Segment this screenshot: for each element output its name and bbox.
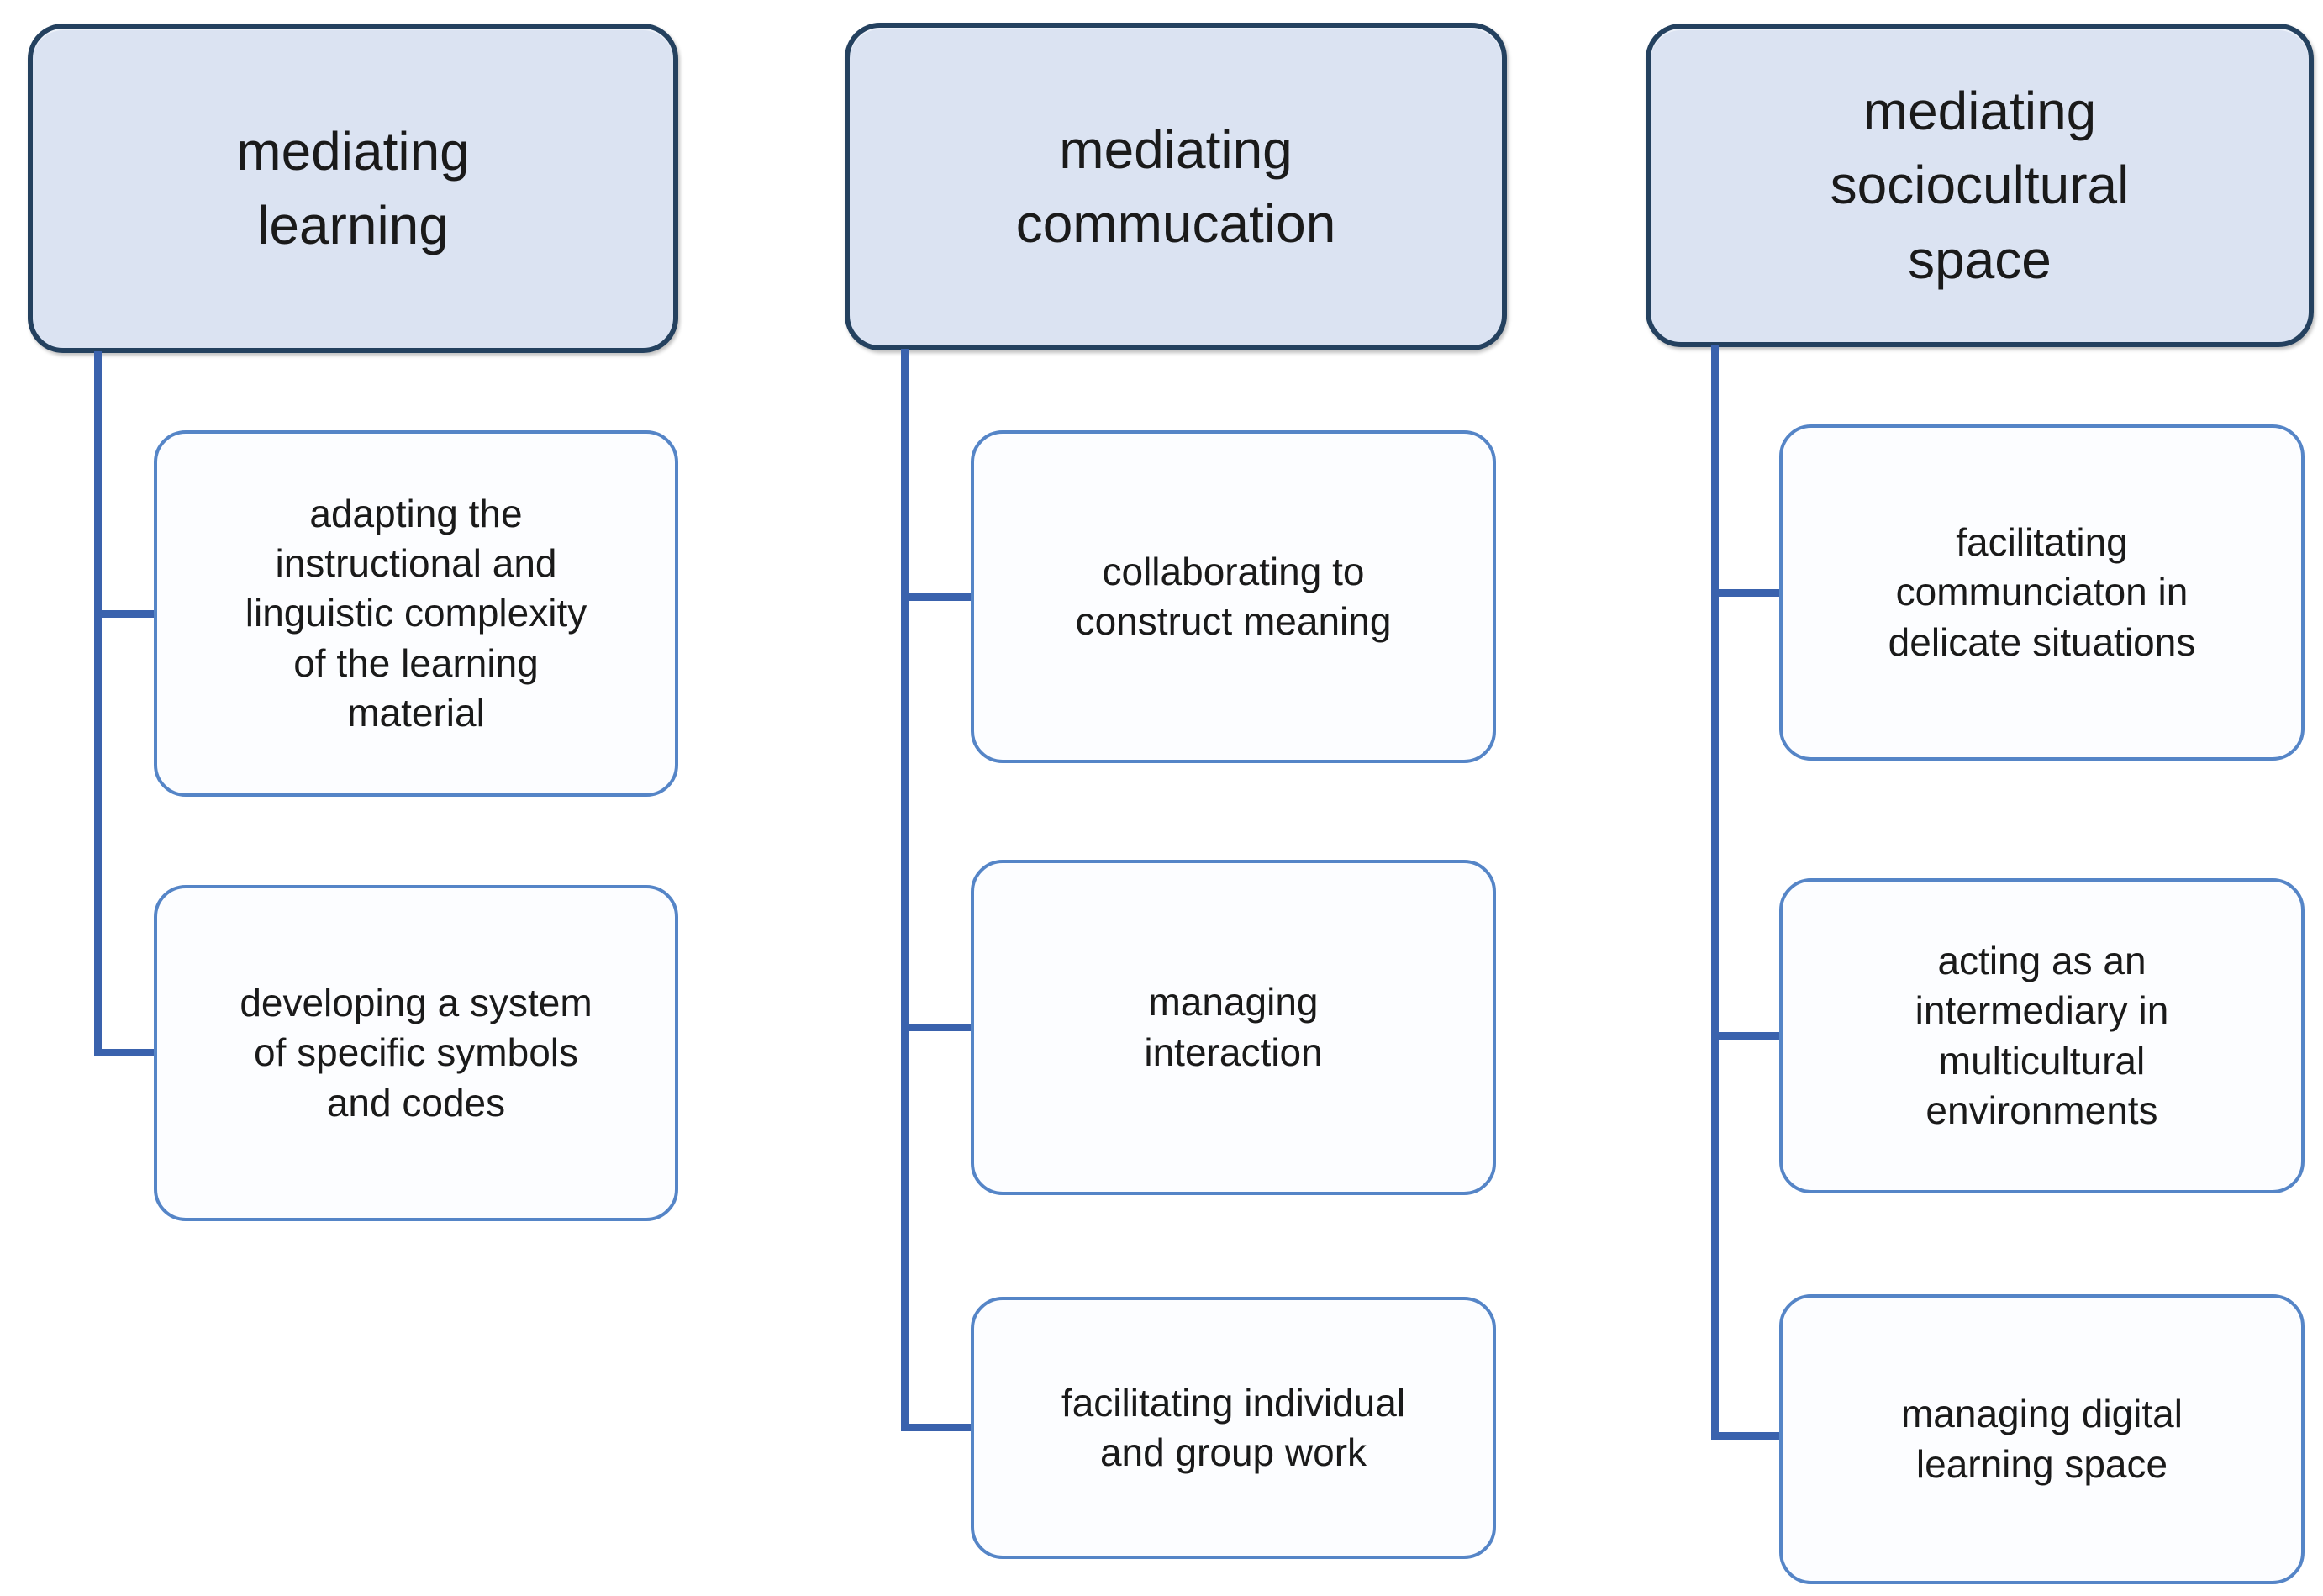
column-3-child-2-box: acting as an intermediary in multicultur…	[1779, 878, 2305, 1193]
column-3-connector-branch-1	[1711, 589, 1779, 597]
column-1-connector-branch-2	[94, 1049, 154, 1056]
column-2-connector-trunk	[901, 349, 909, 1431]
column-1-child-2-label: developing a system of specific symbols …	[240, 981, 593, 1125]
column-1-header-box: mediating learning	[28, 24, 678, 353]
column-3-header-box: mediating sociocultural space	[1646, 24, 2314, 347]
column-1-header-label: mediating learning	[236, 120, 470, 255]
column-3-connector-branch-3	[1711, 1432, 1779, 1440]
column-2-child-1-label: collaborating to construct meaning	[1075, 549, 1392, 643]
column-3-header-label: mediating sociocultural space	[1830, 81, 2130, 290]
column-2-child-3-box: facilitating individual and group work	[971, 1297, 1496, 1559]
column-1-connector-trunk	[94, 351, 102, 1056]
column-3-connector-branch-2	[1711, 1032, 1779, 1040]
column-2-header-box: mediating commucation	[845, 23, 1507, 350]
column-1-child-1-box: adapting the instructional and linguisti…	[154, 430, 678, 797]
column-3-child-1-label: facilitating communciaton in delicate si…	[1888, 520, 2196, 664]
column-3-child-2-label: acting as an intermediary in multicultur…	[1915, 938, 2169, 1132]
column-3-child-3-box: managing digital learning space	[1779, 1294, 2305, 1584]
column-2-connector-branch-1	[901, 593, 971, 601]
column-1-child-1-label: adapting the instructional and linguisti…	[245, 491, 587, 735]
column-2-child-2-box: managing interaction	[971, 860, 1496, 1195]
column-2-header-label: mediating commucation	[1015, 119, 1336, 254]
column-2-child-1-box: collaborating to construct meaning	[971, 430, 1496, 763]
column-1-connector-branch-1	[94, 610, 154, 618]
column-2-child-3-label: facilitating individual and group work	[1061, 1380, 1406, 1474]
column-1-child-2-box: developing a system of specific symbols …	[154, 885, 678, 1221]
column-3-connector-trunk	[1711, 345, 1719, 1440]
column-2-connector-branch-3	[901, 1424, 971, 1431]
column-2-connector-branch-2	[901, 1024, 971, 1031]
column-3-child-1-box: facilitating communciaton in delicate si…	[1779, 424, 2305, 761]
column-3-child-3-label: managing digital learning space	[1900, 1392, 2183, 1486]
column-2-child-2-label: managing interaction	[1144, 980, 1323, 1074]
